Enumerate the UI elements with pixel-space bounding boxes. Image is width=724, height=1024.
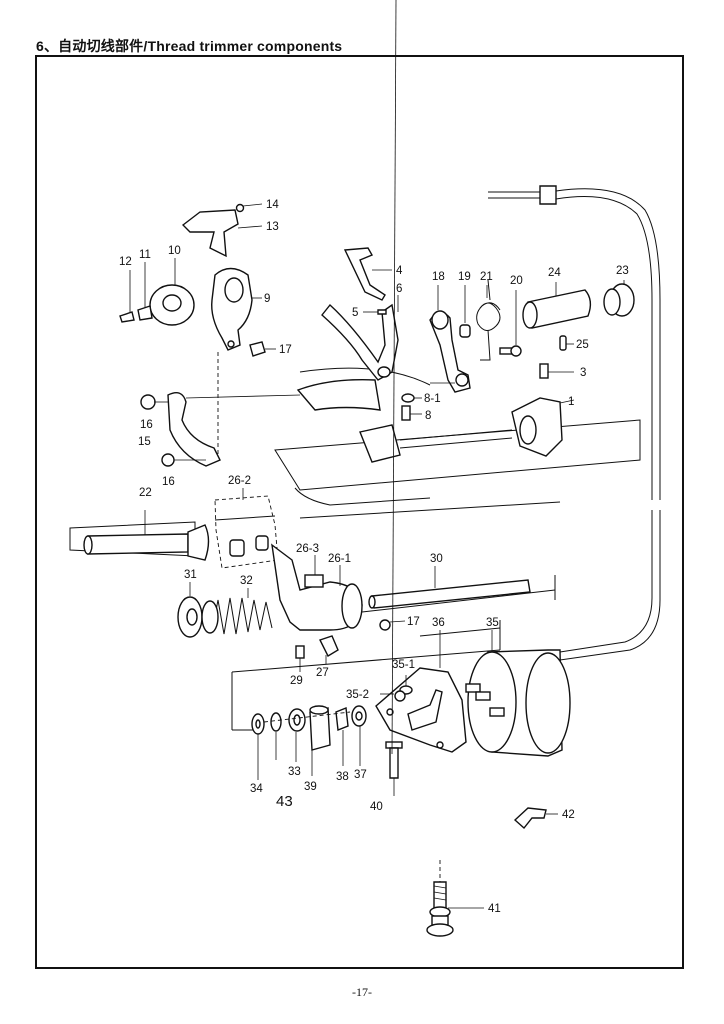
label-12: 12: [119, 256, 132, 268]
part-17-nut-top: [249, 341, 276, 357]
part-43-washer: [270, 712, 282, 760]
part-27-bolt: [319, 635, 339, 664]
part-13-knife: [181, 203, 263, 258]
machine-base: [274, 367, 641, 506]
label-16-upper: 16: [140, 419, 153, 431]
label-3: 3: [580, 367, 586, 379]
label-1: 1: [568, 396, 574, 408]
wire-harness: [488, 185, 661, 661]
part-41-shoulder-screw: [426, 860, 484, 937]
label-22: 22: [139, 487, 152, 499]
part-3-setscrew: [539, 363, 574, 379]
part-4-lever: [343, 247, 392, 301]
part-40-bolt: [385, 0, 403, 796]
label-16-lower: 16: [162, 476, 175, 488]
part-21-spring: [476, 279, 501, 361]
part-15-link: [140, 392, 221, 467]
label-11: 11: [139, 249, 151, 261]
part-22-shaft: [69, 501, 561, 561]
part-10-plate: [119, 258, 195, 326]
part-1-collar: [511, 397, 575, 457]
label-26-2: 26-2: [228, 475, 251, 487]
label-14: 14: [266, 199, 279, 211]
part-42-clip: [513, 807, 558, 830]
part-38-nut: [335, 707, 349, 766]
label-37: 37: [354, 769, 367, 781]
part-25-pin: [559, 335, 574, 351]
label-43: 43: [276, 793, 293, 810]
diagram-frame: [35, 55, 684, 969]
part-26-1-body: [271, 543, 363, 631]
label-35: 35: [486, 617, 499, 629]
part-6-arm: [321, 295, 399, 381]
part-34-washer: [251, 713, 265, 780]
label-8: 8: [425, 410, 431, 422]
label-5: 5: [352, 307, 358, 319]
label-35-2: 35-2: [346, 689, 369, 701]
page-number: -17-: [352, 985, 372, 999]
part-35-2-washer: [380, 690, 406, 702]
label-4: 4: [396, 265, 403, 277]
label-15: 15: [138, 436, 151, 448]
label-30: 30: [430, 553, 443, 565]
label-8-1: 8-1: [424, 393, 441, 405]
label-27: 27: [316, 667, 329, 679]
label-20: 20: [510, 275, 523, 287]
label-25: 25: [576, 339, 589, 351]
shaft-assembly: [359, 424, 513, 463]
part-39-roller: [309, 705, 331, 776]
part-30-rod: [361, 566, 556, 613]
label-9: 9: [264, 293, 270, 305]
label-29: 29: [290, 675, 303, 687]
label-10: 10: [168, 245, 181, 257]
label-26-3: 26-3: [296, 543, 319, 555]
label-42: 42: [562, 809, 575, 821]
part-5-screw: [363, 309, 387, 315]
part-36-bracket: [375, 630, 467, 753]
label-34: 34: [250, 783, 263, 795]
label-38: 38: [336, 771, 349, 783]
label-6: 6: [396, 283, 402, 295]
part-8-screw: [401, 393, 422, 421]
part-32-spring: [201, 588, 273, 635]
label-35-1: 35-1: [392, 659, 415, 671]
part-23-bushing: [603, 280, 635, 317]
part-20-screw: [499, 290, 522, 357]
part-29-setscrew: [295, 645, 305, 672]
part-24-sleeve: [522, 282, 592, 329]
label-31: 31: [184, 569, 197, 581]
part-9-bracket: [211, 267, 262, 351]
callout-labels: 1 3 4 5 6 8 8-1 9 10 11 12 13 14 15 16 1…: [119, 199, 629, 915]
part-33-washer: [288, 708, 306, 762]
part-37-washer: [351, 705, 367, 766]
label-19: 19: [458, 271, 471, 283]
part-26-2-group: [214, 488, 279, 569]
label-24: 24: [548, 267, 561, 279]
label-17-lower: 17: [407, 616, 420, 628]
label-21: 21: [480, 271, 493, 283]
label-40: 40: [370, 801, 383, 813]
part-18-crank: [429, 285, 471, 393]
label-18: 18: [432, 271, 445, 283]
part-35-solenoid: [419, 620, 571, 757]
page-title: 6、自动切线部件/Thread trimmer components: [36, 38, 343, 54]
label-39: 39: [304, 781, 317, 793]
label-17-upper: 17: [279, 344, 292, 356]
label-36: 36: [432, 617, 445, 629]
part-19-pin: [459, 285, 471, 338]
label-13: 13: [266, 221, 279, 233]
part-31-cap: [177, 582, 203, 638]
label-33: 33: [288, 766, 301, 778]
label-41: 41: [488, 903, 501, 915]
label-26-1: 26-1: [328, 553, 351, 565]
label-23: 23: [616, 265, 629, 277]
label-32: 32: [240, 575, 253, 587]
